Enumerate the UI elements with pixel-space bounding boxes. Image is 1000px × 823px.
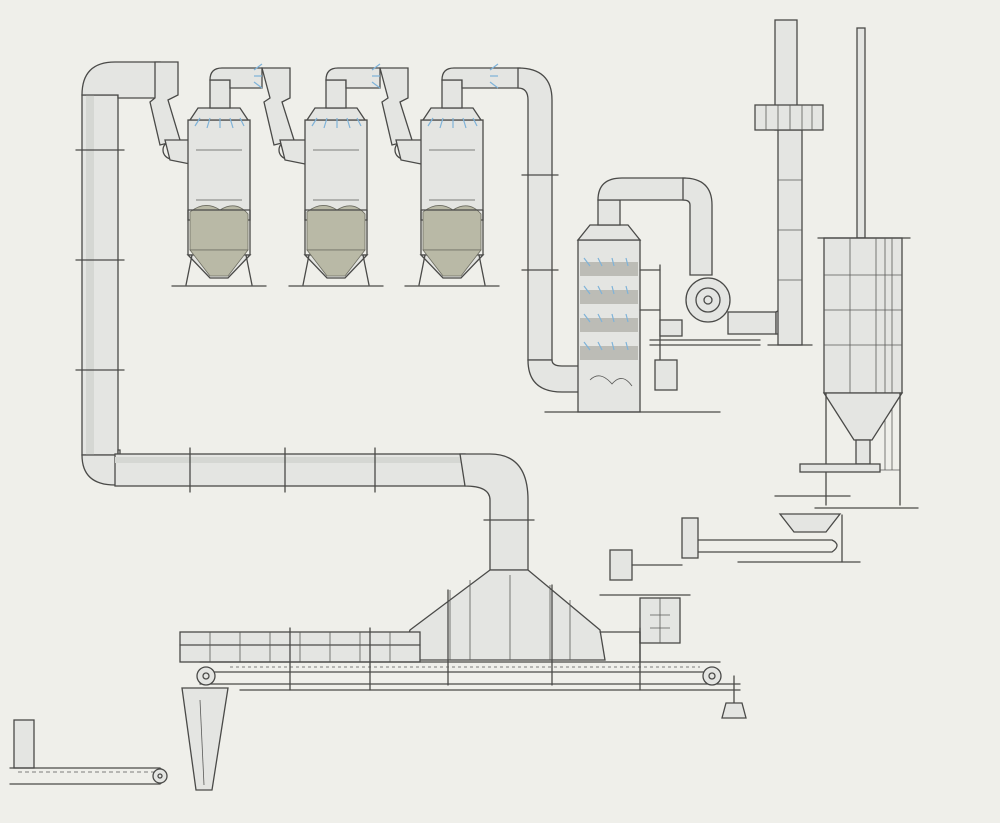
- silo-feed-conveyor: [686, 463, 881, 563]
- discharge-chute: [181, 687, 229, 791]
- cyclone-separator-1: [149, 61, 267, 287]
- chain-conveyor: [179, 627, 741, 691]
- dust-belt-conveyor: [9, 719, 168, 785]
- cyclone-separator-3: [379, 63, 521, 287]
- scrubber-inlet-duct: [517, 67, 581, 393]
- counterweight: [721, 675, 747, 719]
- storage-silo: [814, 27, 919, 509]
- sinter-cooler-hood: [399, 569, 606, 686]
- main-duct: [75, 61, 535, 571]
- packed-scrubber-tower: [544, 177, 721, 413]
- cyclone-separator-2: [261, 63, 384, 287]
- exhaust-stack: [754, 19, 824, 346]
- dosing-unit: [599, 517, 699, 644]
- induced-draft-fan: [649, 277, 791, 346]
